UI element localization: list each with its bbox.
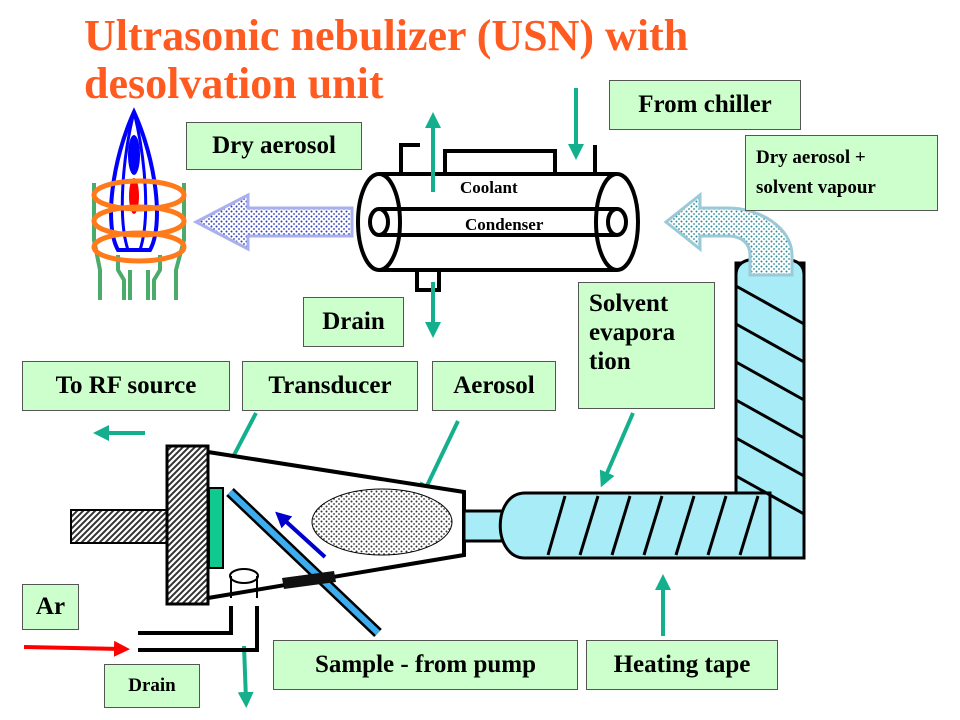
transducer-body [165,444,210,606]
label-aerosol: Aerosol [432,361,556,411]
label-ar: Ar [22,584,79,630]
label-transducer: Transducer [242,361,418,411]
condenser [356,143,640,292]
icp-torch [91,107,187,300]
label-sample-from-pump: Sample - from pump [273,640,578,690]
label-dry-aerosol-solvent-vapour: Dry aerosol + solvent vapour [745,135,938,211]
label-dry-aerosol-solvent-line2: solvent vapour [756,177,876,198]
aerosol-pointer [420,420,460,500]
heated-horizontal-tube [498,491,772,560]
nebulizer-chamber [70,444,466,652]
title-line-2: desolvation unit [84,59,384,108]
label-coolant: Coolant [460,178,518,197]
label-dry-aerosol-solvent-line1: Dry aerosol + [756,147,866,168]
label-from-chiller: From chiller [609,80,801,130]
solvent-evaporation-pointer [599,412,635,488]
label-drain-condenser: Drain [303,297,404,347]
transducer-holder [70,509,172,544]
dry-aerosol-arrow [192,192,354,252]
label-heating-tape: Heating tape [586,640,778,690]
bottom-drain-arrow [237,645,254,708]
sample-tube-clamp [282,571,336,589]
label-to-rf-source: To RF source [22,361,230,411]
sample-flow-arrow [275,511,327,559]
diagram-title: Ultrasonic nebulizer (USN) with desolvat… [84,12,844,108]
argon-inlet-arrow [23,640,130,657]
label-solvent-evaporation: Solvent evapora tion [578,282,715,409]
nebulizer-outlet [462,509,504,543]
label-solvent-line1: Solvent [589,290,669,317]
transducer-crystal [208,487,224,569]
aerosol-cloud [311,488,453,556]
heating-coil-windings [546,284,805,556]
label-drain-bottom: Drain [104,664,200,708]
vapour-return-arrow [663,191,794,277]
label-solvent-line2: evapora [589,319,676,346]
label-condenser: Condenser [465,215,544,234]
torch-tubes [92,183,186,300]
label-solvent-line3: tion [589,348,631,375]
title-line-1: Ultrasonic nebulizer (USN) with [84,11,689,60]
rf-coil [91,178,187,264]
desolvation-tube [462,256,806,560]
label-dry-aerosol: Dry aerosol [186,122,362,170]
